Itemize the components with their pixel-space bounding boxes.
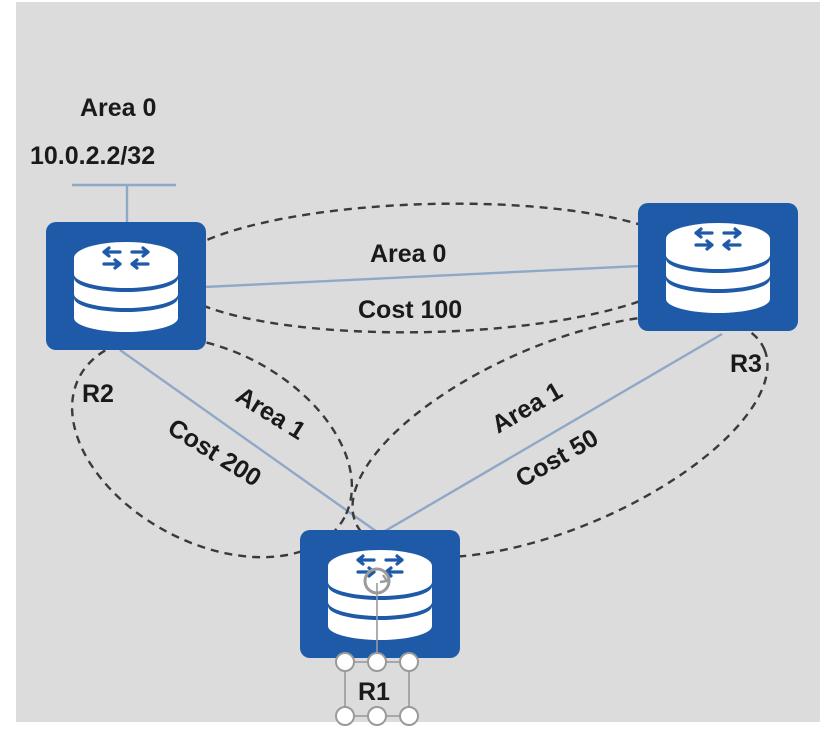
selection-frame[interactable]	[335, 567, 419, 726]
resize-handle-icon[interactable]	[335, 706, 355, 726]
router-icon	[636, 201, 800, 333]
link-r2-r3-area-label: Area 0	[370, 240, 446, 268]
router-r3-label: R3	[730, 350, 762, 378]
router-icon	[44, 220, 208, 352]
router-r2[interactable]	[44, 220, 208, 352]
resize-handle-icon[interactable]	[367, 706, 387, 726]
area-1-boundary-r3-r1	[351, 313, 769, 559]
link-r2-r1[interactable]	[119, 349, 381, 535]
rotate-handle-icon[interactable]	[363, 567, 391, 595]
router-r2-label: R2	[82, 380, 114, 408]
resize-handle-icon[interactable]	[399, 706, 419, 726]
router-r3[interactable]	[636, 201, 800, 333]
resize-handle-icon[interactable]	[399, 652, 419, 672]
loopback-address-label: 10.0.2.2/32	[30, 142, 155, 170]
resize-handle-icon[interactable]	[335, 652, 355, 672]
link-r2-r3-cost-label: Cost 100	[358, 296, 462, 324]
resize-handle-icon[interactable]	[367, 652, 387, 672]
loopback-interface	[72, 183, 176, 224]
link-r3-r1[interactable]	[379, 332, 723, 536]
link-r2-r3[interactable]	[203, 264, 641, 289]
router-r1-label: R1	[358, 678, 390, 706]
loopback-area-label: Area 0	[80, 94, 156, 122]
